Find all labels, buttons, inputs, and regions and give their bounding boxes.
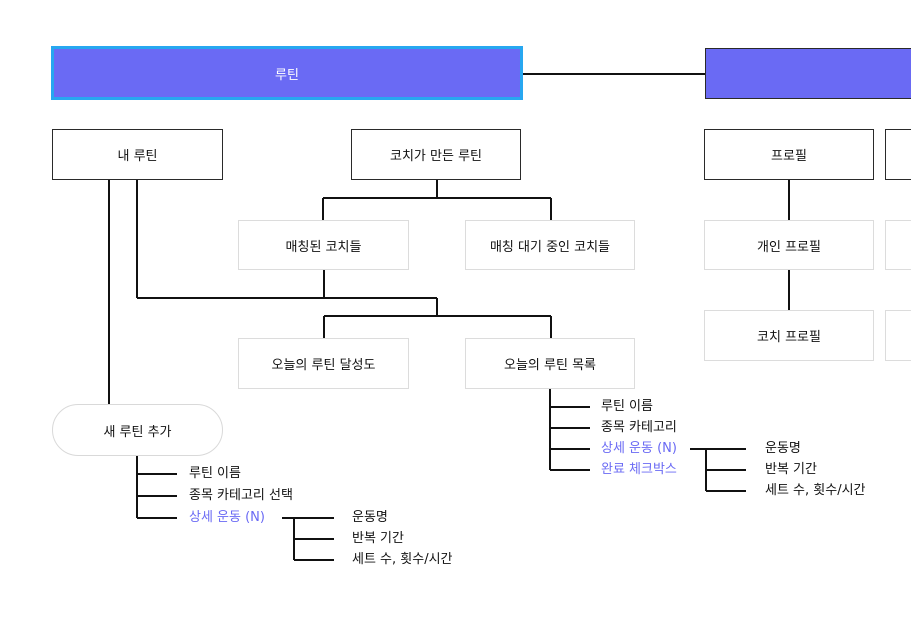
routine-header-label: 루틴 — [275, 67, 299, 83]
today-field-category: 종목 카테고리 — [601, 420, 677, 435]
today-field-routine-name: 루틴 이름 — [601, 399, 653, 414]
waiting-coaches-box: 매칭 대기 중인 코치들 — [465, 220, 635, 270]
today-exercise-period: 반복 기간 — [765, 462, 817, 477]
coach-routine-box: 코치가 만든 루틴 — [351, 129, 521, 180]
right-edge-box-3 — [885, 310, 911, 361]
today-field-detail-exercise: 상세 운동 (N) — [601, 441, 677, 456]
right-header — [705, 48, 911, 99]
today-list-box: 오늘의 루틴 목록 — [465, 338, 635, 389]
routine-header: 루틴 — [51, 46, 523, 100]
profile-box: 프로필 — [704, 129, 874, 180]
today-field-checkbox: 완료 체크박스 — [601, 462, 677, 477]
new-field-routine-name: 루틴 이름 — [189, 466, 241, 481]
right-edge-box-2 — [885, 220, 911, 270]
today-achievement-box: 오늘의 루틴 달성도 — [238, 338, 409, 389]
personal-profile-box: 개인 프로필 — [704, 220, 874, 270]
new-field-category-select: 종목 카테고리 선택 — [189, 488, 293, 503]
today-exercise-name: 운동명 — [765, 441, 801, 456]
new-exercise-period: 반복 기간 — [352, 531, 404, 546]
new-field-detail-exercise: 상세 운동 (N) — [189, 510, 265, 525]
coach-profile-box: 코치 프로필 — [704, 310, 874, 361]
new-exercise-name: 운동명 — [352, 510, 388, 525]
today-exercise-sets: 세트 수, 횟수/시간 — [765, 483, 866, 498]
matched-coaches-box: 매칭된 코치들 — [238, 220, 409, 270]
new-routine-pill: 새 루틴 추가 — [52, 404, 223, 456]
right-edge-box-1 — [885, 129, 911, 180]
new-exercise-sets: 세트 수, 횟수/시간 — [352, 552, 453, 567]
my-routine-box: 내 루틴 — [52, 129, 223, 180]
